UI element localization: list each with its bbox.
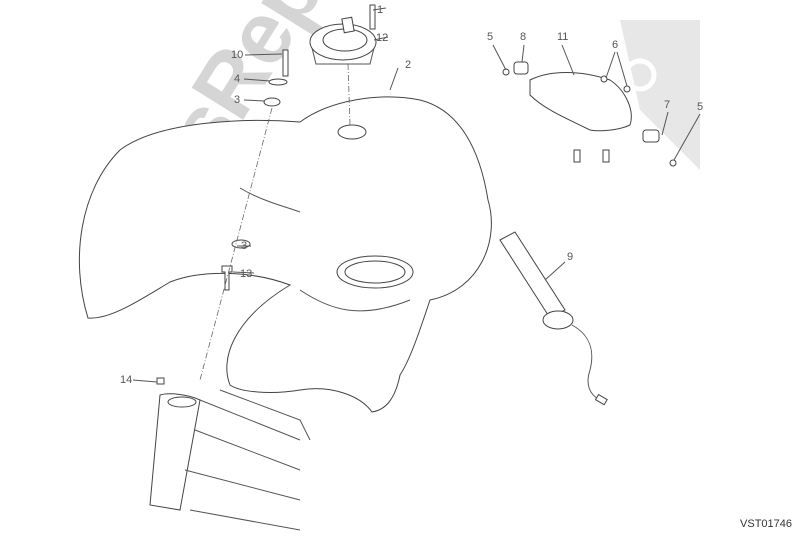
callout-12: 12 xyxy=(376,32,389,44)
callout-6: 6 xyxy=(612,39,619,51)
callout-14: 14 xyxy=(120,374,133,386)
callout-9: 9 xyxy=(567,251,574,263)
callout-3a: 3 xyxy=(234,94,241,106)
screw-10 xyxy=(282,49,289,77)
callout-10: 10 xyxy=(231,49,244,61)
reference-code: VST01746 xyxy=(740,518,792,530)
bracket-assembly xyxy=(502,61,677,167)
bolt-a xyxy=(573,149,581,163)
screw-5b xyxy=(669,159,677,167)
filler-cap xyxy=(309,16,377,65)
fuel-tank xyxy=(78,96,492,413)
callout-8: 8 xyxy=(520,31,527,43)
callout-5a: 5 xyxy=(487,31,494,43)
screw-1 xyxy=(369,4,376,30)
washer-4 xyxy=(268,78,288,86)
frame xyxy=(149,389,311,531)
nut-14 xyxy=(156,377,165,385)
clip-7 xyxy=(642,129,660,143)
grommet-3a xyxy=(263,97,281,107)
bolt-b xyxy=(602,149,610,163)
callout-7: 7 xyxy=(664,99,671,111)
callout-2: 2 xyxy=(405,59,412,71)
clip-8 xyxy=(513,61,529,75)
pin-13 xyxy=(221,265,233,291)
callout-5b: 5 xyxy=(697,101,704,113)
callout-11: 11 xyxy=(557,31,569,43)
callout-13: 13 xyxy=(240,268,253,280)
callout-3b: 3 xyxy=(241,240,248,252)
fuel-pump xyxy=(499,231,608,406)
leader-lines xyxy=(132,7,701,383)
callout-4: 4 xyxy=(234,73,241,85)
watermark-gear-icon xyxy=(620,20,700,170)
callout-1: 1 xyxy=(377,4,384,16)
